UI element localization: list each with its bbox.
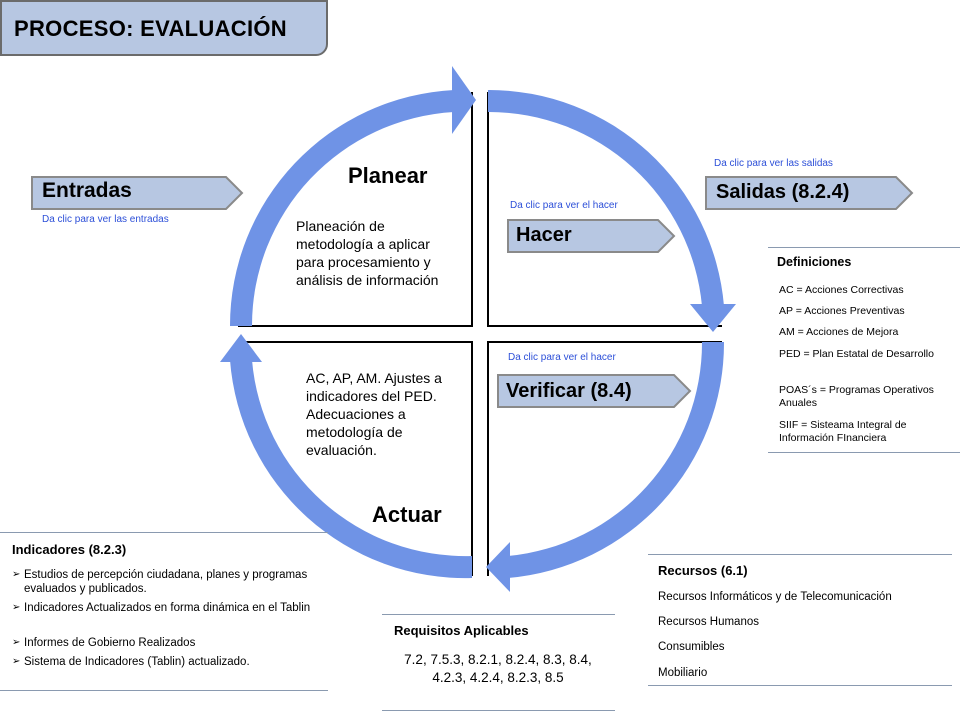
indicadores-bottom-rule [0, 690, 328, 691]
recurso-item: Recursos Humanos [658, 616, 759, 628]
verificar-arrow-shape [497, 374, 692, 408]
definicion-item: AP = Acciones Preventivas [779, 305, 905, 317]
quadrant-actuar-frame [238, 341, 473, 576]
salidas-label[interactable]: Salidas (8.2.4) [716, 181, 850, 203]
arrow-head-actuar [220, 334, 262, 362]
arrow-planear-to-hacer [488, 89, 724, 307]
arrow-hacer-to-verificar [508, 342, 725, 578]
quadrant-hacer-frame [487, 92, 722, 327]
arrow-verificar-to-actuar [230, 360, 472, 579]
recurso-item: Mobiliario [658, 667, 708, 679]
recursos-top-rule [648, 554, 952, 555]
requisitos-title: Requisitos Aplicables [394, 623, 529, 638]
definicion-item: AC = Acciones Correctivas [779, 284, 904, 296]
definiciones-title: Definiciones [777, 255, 852, 269]
entradas-label[interactable]: Entradas [42, 179, 132, 202]
indicador-item: ➢ Indicadores Actualizados en forma diná… [12, 601, 317, 615]
verificar-link[interactable]: Da clic para ver el hacer [508, 352, 616, 363]
salidas-arrow-shape [705, 176, 914, 210]
indicador-item: ➢ Informes de Gobierno Realizados [12, 636, 317, 650]
indicadores-top-rule [0, 532, 328, 533]
definiciones-top-rule [768, 247, 960, 248]
salidas-link[interactable]: Da clic para ver las salidas [714, 158, 833, 169]
definicion-item: AM = Acciones de Mejora [779, 326, 899, 338]
indicador-item: ➢ Sistema de Indicadores (Tablin) actual… [12, 655, 317, 669]
indicador-text: Informes de Gobierno Realizados [24, 637, 196, 649]
definicion-item: PED = Plan Estatal de Desarrollo [779, 348, 934, 360]
quadrant-planear-frame [238, 92, 473, 327]
hacer-link[interactable]: Da clic para ver el hacer [510, 200, 618, 211]
entradas-arrow-shape [31, 176, 244, 210]
actuar-text: AC, AP, AM. Ajustes a indicadores del PE… [306, 370, 442, 458]
page-title: PROCESO: EVALUACIÓN [14, 16, 287, 41]
indicador-text: Indicadores Actualizados en forma dinámi… [24, 602, 311, 614]
arrow-bullet-icon: ➢ [12, 656, 21, 667]
indicador-text: Sistema de Indicadores (Tablin) actualiz… [24, 656, 250, 668]
hacer-label[interactable]: Hacer [516, 224, 572, 246]
requisitos-text: 7.2, 7.5.3, 8.2.1, 8.2.4, 8.3, 8.4, 4.2.… [404, 652, 592, 685]
recursos-title: Recursos (6.1) [658, 563, 748, 578]
title-box [0, 0, 328, 56]
requisitos-bottom-rule [382, 710, 615, 711]
recurso-item: Consumibles [658, 641, 725, 653]
quadrant-verificar-frame [487, 341, 722, 576]
arrow-actuar-to-planear [229, 90, 454, 326]
definicion-item: POAS´s = Programas Operativos Anuales [779, 384, 934, 409]
arrow-bullet-icon: ➢ [12, 602, 21, 613]
arrow-bullet-icon: ➢ [12, 637, 21, 648]
arrow-head-hacer [690, 304, 736, 332]
verificar-label[interactable]: Verificar (8.4) [506, 380, 632, 402]
actuar-title: Actuar [372, 502, 442, 527]
arrow-head-verificar [486, 542, 510, 592]
recurso-item: Recursos Informáticos y de Telecomunicac… [658, 591, 892, 603]
requisitos-top-rule [382, 614, 615, 615]
hacer-arrow-shape [507, 219, 676, 253]
indicadores-title: Indicadores (8.2.3) [12, 542, 127, 557]
recursos-bottom-rule [648, 685, 952, 686]
quadrant-frame [238, 92, 722, 576]
definiciones-bottom-rule [768, 452, 960, 453]
arrow-bullet-icon: ➢ [12, 569, 21, 580]
planear-text: Planeación de metodología a aplicar para… [296, 218, 439, 288]
definicion-item: SIIF = Sisteama Integral de Información … [779, 419, 907, 444]
entradas-link[interactable]: Da clic para ver las entradas [42, 214, 169, 225]
planear-title: Planear [348, 163, 428, 188]
indicador-item: ➢ Estudios de percepción ciudadana, plan… [12, 568, 317, 596]
indicador-text: Estudios de percepción ciudadana, planes… [24, 569, 308, 595]
arrow-head-planear [452, 66, 476, 134]
